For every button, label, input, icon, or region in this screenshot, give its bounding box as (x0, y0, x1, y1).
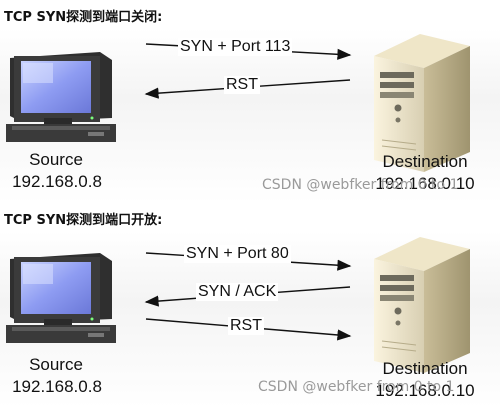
syn-label: SYN + Port 80 (184, 245, 291, 263)
port-open-diagram (6, 237, 470, 373)
rst-label: RST (224, 76, 260, 94)
syn-label: SYN + Port 113 (178, 38, 293, 56)
source-ip: 192.168.0.8 (12, 172, 102, 191)
port-closed-diagram (6, 34, 470, 172)
source-label: Source (29, 355, 83, 374)
source-label: Source (29, 150, 83, 169)
watermark: CSDN @webfker from 0 to 1 (258, 379, 455, 395)
source-ip: 192.168.0.8 (12, 377, 102, 396)
source-computer-icon (6, 52, 116, 142)
watermark: CSDN @webfker from 0 to 1 (262, 177, 459, 193)
destination-ip: 192.168.0.10 (375, 381, 475, 400)
destination-server-icon (374, 34, 470, 172)
destination-ip: 192.168.0.10 (375, 174, 475, 193)
destination-label: Destination (382, 152, 468, 171)
destination-label: Destination (382, 359, 468, 378)
port-closed-panel: TCP SYN探测到端口关闭: (0, 0, 500, 203)
panel-heading: TCP SYN探测到端口关闭: (4, 10, 163, 25)
port-open-panel: TCP SYN探测到端口开放: (0, 203, 500, 408)
panel-heading: TCP SYN探测到端口开放: (4, 213, 163, 228)
destination-server-icon (374, 237, 470, 373)
rst-label: RST (228, 317, 264, 335)
syn-ack-label: SYN / ACK (196, 283, 279, 301)
source-computer-icon (6, 253, 116, 343)
